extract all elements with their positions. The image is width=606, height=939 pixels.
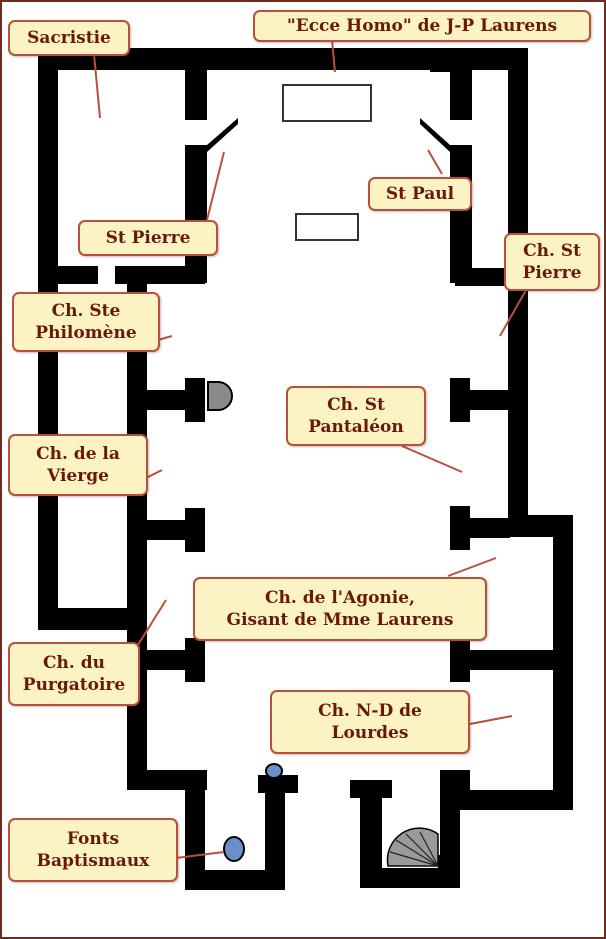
stair-left <box>360 780 382 885</box>
choir-pillar-right-bevel <box>420 118 450 152</box>
leader-ch-purgatoire <box>135 599 167 649</box>
nave-left-buttress-3b <box>185 638 205 682</box>
wall-right-lower <box>553 515 573 810</box>
label-ch-nd-lourdes: Ch. N-D de Lourdes <box>270 690 470 754</box>
label-st-pierre-statue: St Pierre <box>78 220 218 256</box>
leader-st-pierre <box>205 151 225 225</box>
leader-fonts-baptismaux <box>175 851 225 859</box>
label-ch-ste-philomene: Ch. Ste Philomène <box>12 292 160 352</box>
wall-right-bottom <box>440 790 573 810</box>
nave-right-buttress-3b <box>450 638 470 682</box>
baptistery-bottom <box>185 870 285 890</box>
altar-small <box>295 213 359 241</box>
stair-bottom <box>360 868 460 888</box>
label-fonts-baptismaux: Fonts Baptismaux <box>8 818 178 882</box>
leader-ch-vierge <box>145 469 163 479</box>
leader-ecce-homo <box>331 39 336 73</box>
label-ch-agonie: Ch. de l'Agonie, Gisant de Mme Laurens <box>193 577 487 641</box>
baptistery-top-right <box>258 775 298 793</box>
pulpit <box>207 381 233 411</box>
nave-right-buttress-1b <box>450 378 470 422</box>
label-ch-vierge: Ch. de la Vierge <box>8 434 148 496</box>
choir-pillar-right-2 <box>450 145 472 283</box>
wall-chapel-st-pierre <box>455 268 510 286</box>
stair-top <box>350 780 392 798</box>
choir-pillar-right <box>450 60 472 120</box>
nave-left-buttress-2b <box>185 508 205 552</box>
wall-bottom-right-post <box>440 770 460 880</box>
altar-main <box>282 84 372 122</box>
holy-water-stoup <box>265 763 283 779</box>
wall-left-lower <box>38 608 128 630</box>
leader-ch-st-pierre <box>499 289 527 337</box>
baptistery-right <box>265 775 285 890</box>
label-ch-st-pierre: Ch. St Pierre <box>504 233 600 291</box>
spiral-stair <box>386 827 439 867</box>
wall-small-right <box>430 60 450 72</box>
leader-lines <box>93 39 527 859</box>
stair-right <box>438 855 460 888</box>
label-ch-purgatoire: Ch. du Purgatoire <box>8 642 140 706</box>
leader-ch-nd-lourdes <box>469 715 513 725</box>
label-st-paul: St Paul <box>368 177 472 211</box>
leader-st-paul <box>427 149 443 175</box>
choir-pillar-left-2 <box>185 145 207 283</box>
leader-ch-agonie <box>447 557 497 577</box>
label-ecce-homo: "Ecce Homo" de J-P Laurens <box>253 10 591 42</box>
choir-pillar-left-bevel <box>207 118 238 152</box>
label-ch-st-pantaleon: Ch. St Pantaléon <box>286 386 426 446</box>
wall-bottom-left-post <box>185 770 205 888</box>
leader-ch-st-pantaleon <box>401 445 463 473</box>
wall-sacristy-bottom <box>38 266 98 284</box>
wall-top <box>38 48 528 70</box>
nave-left-buttress-1b <box>185 378 205 422</box>
wall-bottom-right-seg <box>440 770 470 790</box>
baptismal-font <box>223 836 245 862</box>
nave-right-buttress-2b <box>450 506 470 550</box>
choir-pillar-left <box>185 60 207 120</box>
nave-right-buttress-3 <box>450 650 560 670</box>
spiral-stair-steps <box>389 831 439 867</box>
leader-sacristie <box>93 53 101 119</box>
label-sacristie: Sacristie <box>8 20 130 56</box>
leader-ch-ste-philomene <box>157 335 173 341</box>
